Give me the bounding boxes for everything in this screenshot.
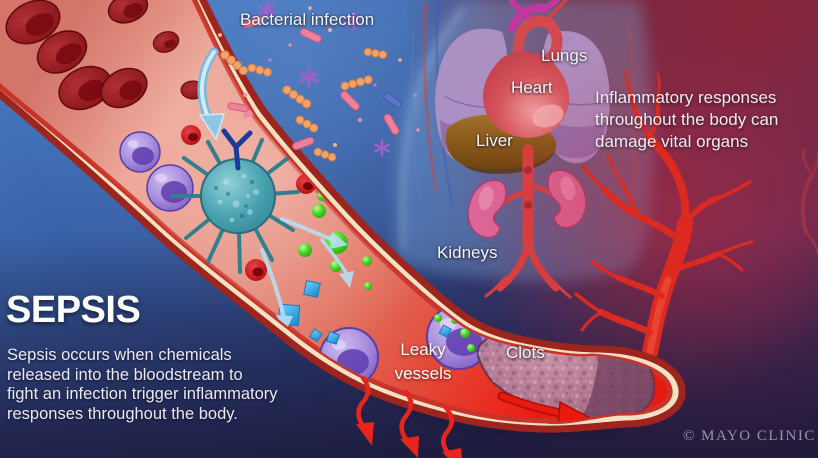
bacteria-cocci [220, 47, 388, 162]
bacteria-rods [227, 16, 400, 151]
leak-arrows [356, 375, 462, 458]
bacteria-dots [218, 6, 420, 147]
inflammatory-note: Inflammatory responses throughout the bo… [595, 87, 778, 153]
lungs-label: Lungs [541, 46, 588, 65]
sepsis-description-line3: fight an infection trigger inflammatory [7, 385, 278, 403]
sepsis-description: Sepsis occurs when chemicals released in… [7, 346, 278, 424]
vessel-tree [574, 70, 754, 360]
vessel-tree-faint [800, 148, 818, 256]
sepsis-description-line2: released into the bloodstream to [7, 365, 243, 384]
inflammatory-note-line3: damage vital organs [595, 132, 749, 151]
bacterial-infection-label: Bacterial infection [240, 10, 375, 29]
red-blood-cells [5, 0, 316, 281]
sepsis-description-line1: Sepsis occurs when chemicals [7, 346, 232, 364]
macrophage-cell [170, 106, 300, 274]
antibody-receptor-icon [221, 128, 253, 171]
heart-label: Heart [511, 78, 553, 97]
bacteria-spiky [258, 0, 391, 157]
sepsis-description-line4: responses throughout the body. [7, 404, 238, 423]
leaky-vessels-line2: vessels [394, 364, 452, 383]
liver-label: Liver [476, 131, 513, 150]
leaky-vessels-label: Leaky vessels [381, 338, 465, 386]
bacteria-rod-blue [383, 92, 403, 109]
inflammatory-note-line2: throughout the body can [595, 110, 779, 129]
page-title: SEPSIS [6, 289, 141, 331]
copyright-credit: © MAYO CLINIC [683, 428, 816, 444]
leaky-vessels-line1: Leaky [400, 340, 446, 359]
clots-label: Clots [506, 343, 545, 362]
flow-arrows [260, 217, 354, 333]
bacteria-field [197, 0, 420, 162]
inflammatory-note-line1: Inflammatory responses [595, 88, 777, 107]
kidneys-label: Kidneys [437, 243, 498, 262]
infection-entry-arrow [197, 47, 226, 141]
